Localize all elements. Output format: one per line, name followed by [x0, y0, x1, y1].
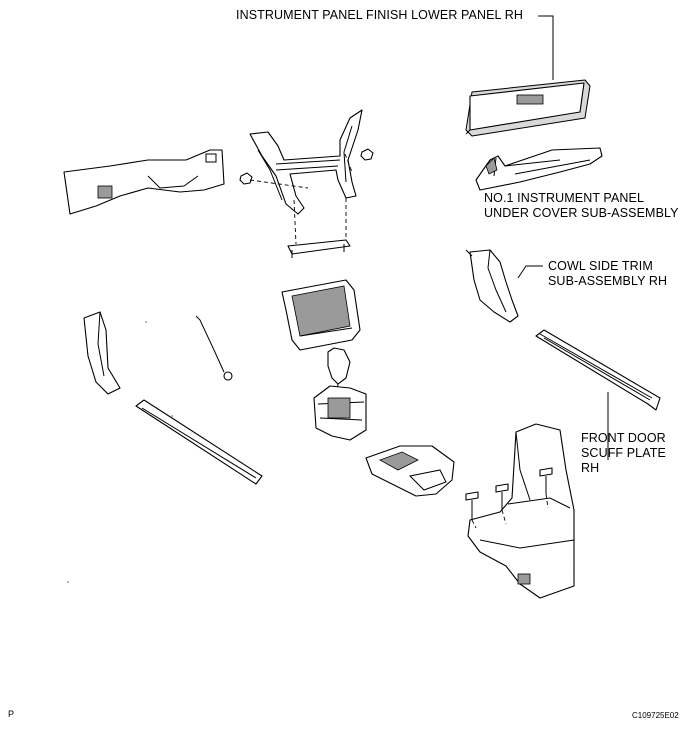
shift-lever-part — [313, 347, 367, 441]
finish-lower-panel-part — [465, 79, 591, 137]
label-under-cover-line2: UNDER COVER SUB-ASSEMBLY — [484, 206, 679, 220]
figure-code: C109725E02 — [632, 711, 679, 720]
lower-finish-panel-lh-part — [63, 149, 225, 215]
console-box-part — [365, 445, 455, 497]
scuff-plate-lh-part — [135, 399, 263, 485]
label-cowl-line2: SUB-ASSEMBLY RH — [548, 274, 668, 288]
label-scuff-line1: FRONT DOOR — [581, 431, 666, 445]
rear-console-part — [467, 423, 575, 599]
label-under-cover-line1: NO.1 INSTRUMENT PANEL — [484, 191, 644, 205]
scuff-plate-rh-part — [535, 329, 661, 411]
corner-mark: P — [8, 709, 15, 719]
under-cover-part — [475, 147, 603, 191]
label-scuff-line2: SCUFF PLATE — [581, 446, 666, 460]
cowl-side-trim-part — [465, 249, 519, 323]
center-bracket-part — [239, 109, 374, 258]
label-scuff-line3: RH — [581, 461, 600, 475]
console-upper-panel-part — [281, 279, 361, 351]
label-finish-lower-panel: INSTRUMENT PANEL FINISH LOWER PANEL RH — [236, 8, 523, 22]
screws — [465, 467, 553, 520]
label-cowl-line1: COWL SIDE TRIM — [548, 259, 653, 273]
cowl-side-trim-lh-part — [83, 311, 121, 395]
